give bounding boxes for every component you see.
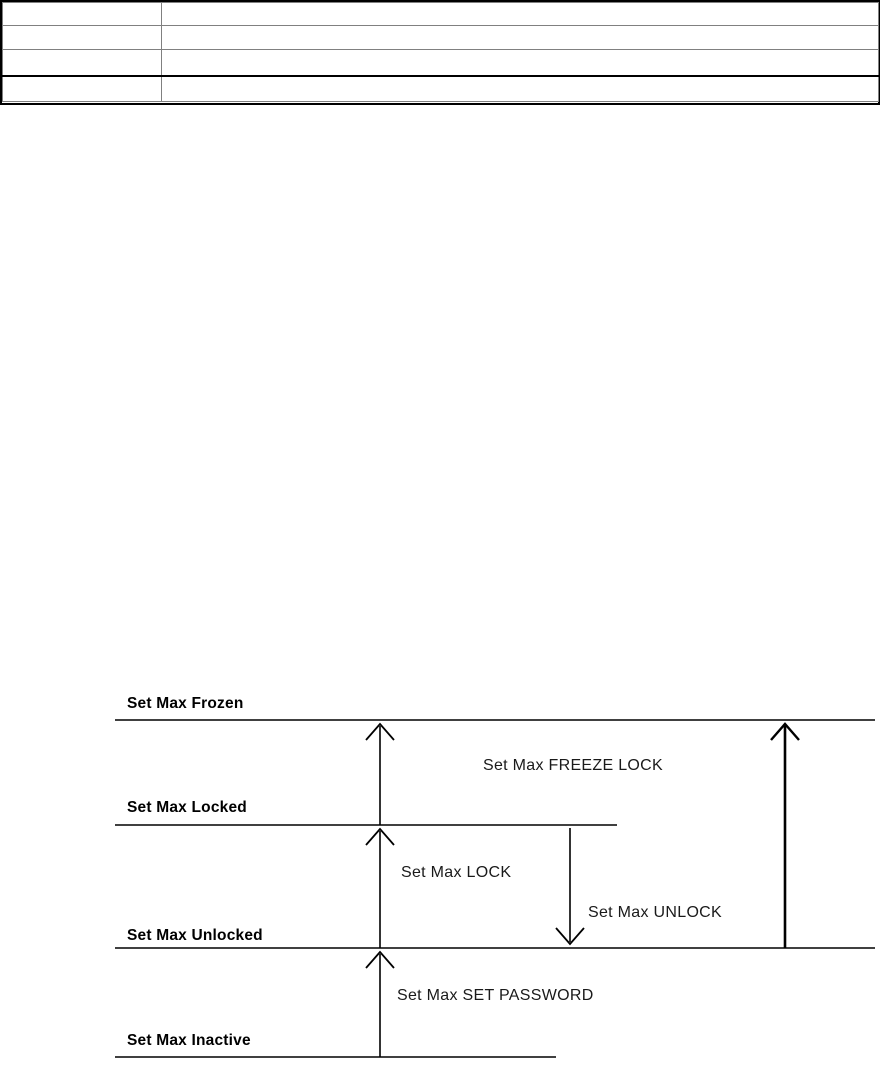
- freeze-lock-arrow-head-icon: [365, 722, 395, 741]
- table-row: [2, 25, 879, 50]
- state-label-locked: Set Max Locked: [127, 799, 247, 816]
- table-cell-value[interactable]: [161, 49, 879, 77]
- table-cell-value[interactable]: [161, 2, 879, 26]
- table-row: [2, 75, 879, 102]
- transition-label-unlock: Set Max UNLOCK: [588, 904, 722, 921]
- table-body: [2, 2, 879, 102]
- table-row: [2, 2, 879, 26]
- table-cell-value[interactable]: [161, 25, 879, 50]
- freeze-lock-from-unlocked-arrow-head-icon: [770, 722, 800, 741]
- unlock-arrow-head-icon: [555, 927, 585, 946]
- state-label-unlocked: Set Max Unlocked: [127, 927, 263, 944]
- transition-label-set-password: Set Max SET PASSWORD: [397, 987, 594, 1004]
- transition-label-freeze-lock: Set Max FREEZE LOCK: [483, 757, 663, 774]
- table-cell-label[interactable]: [2, 49, 162, 77]
- state-label-inactive: Set Max Inactive: [127, 1032, 251, 1049]
- state-label-frozen: Set Max Frozen: [127, 695, 244, 712]
- transition-label-lock: Set Max LOCK: [401, 864, 511, 881]
- lock-arrow-head-icon: [365, 827, 395, 846]
- set-password-arrow-head-icon: [365, 950, 395, 969]
- table-row: [2, 49, 879, 77]
- table-cell-label[interactable]: [2, 25, 162, 50]
- spec-table: [2, 2, 879, 102]
- table-cell-label[interactable]: [2, 2, 162, 26]
- table-cell-value[interactable]: [161, 75, 879, 102]
- state-transition-diagram: Set Max Frozen Set Max Locked Set Max Un…: [0, 660, 882, 1066]
- table-cell-label[interactable]: [2, 75, 162, 102]
